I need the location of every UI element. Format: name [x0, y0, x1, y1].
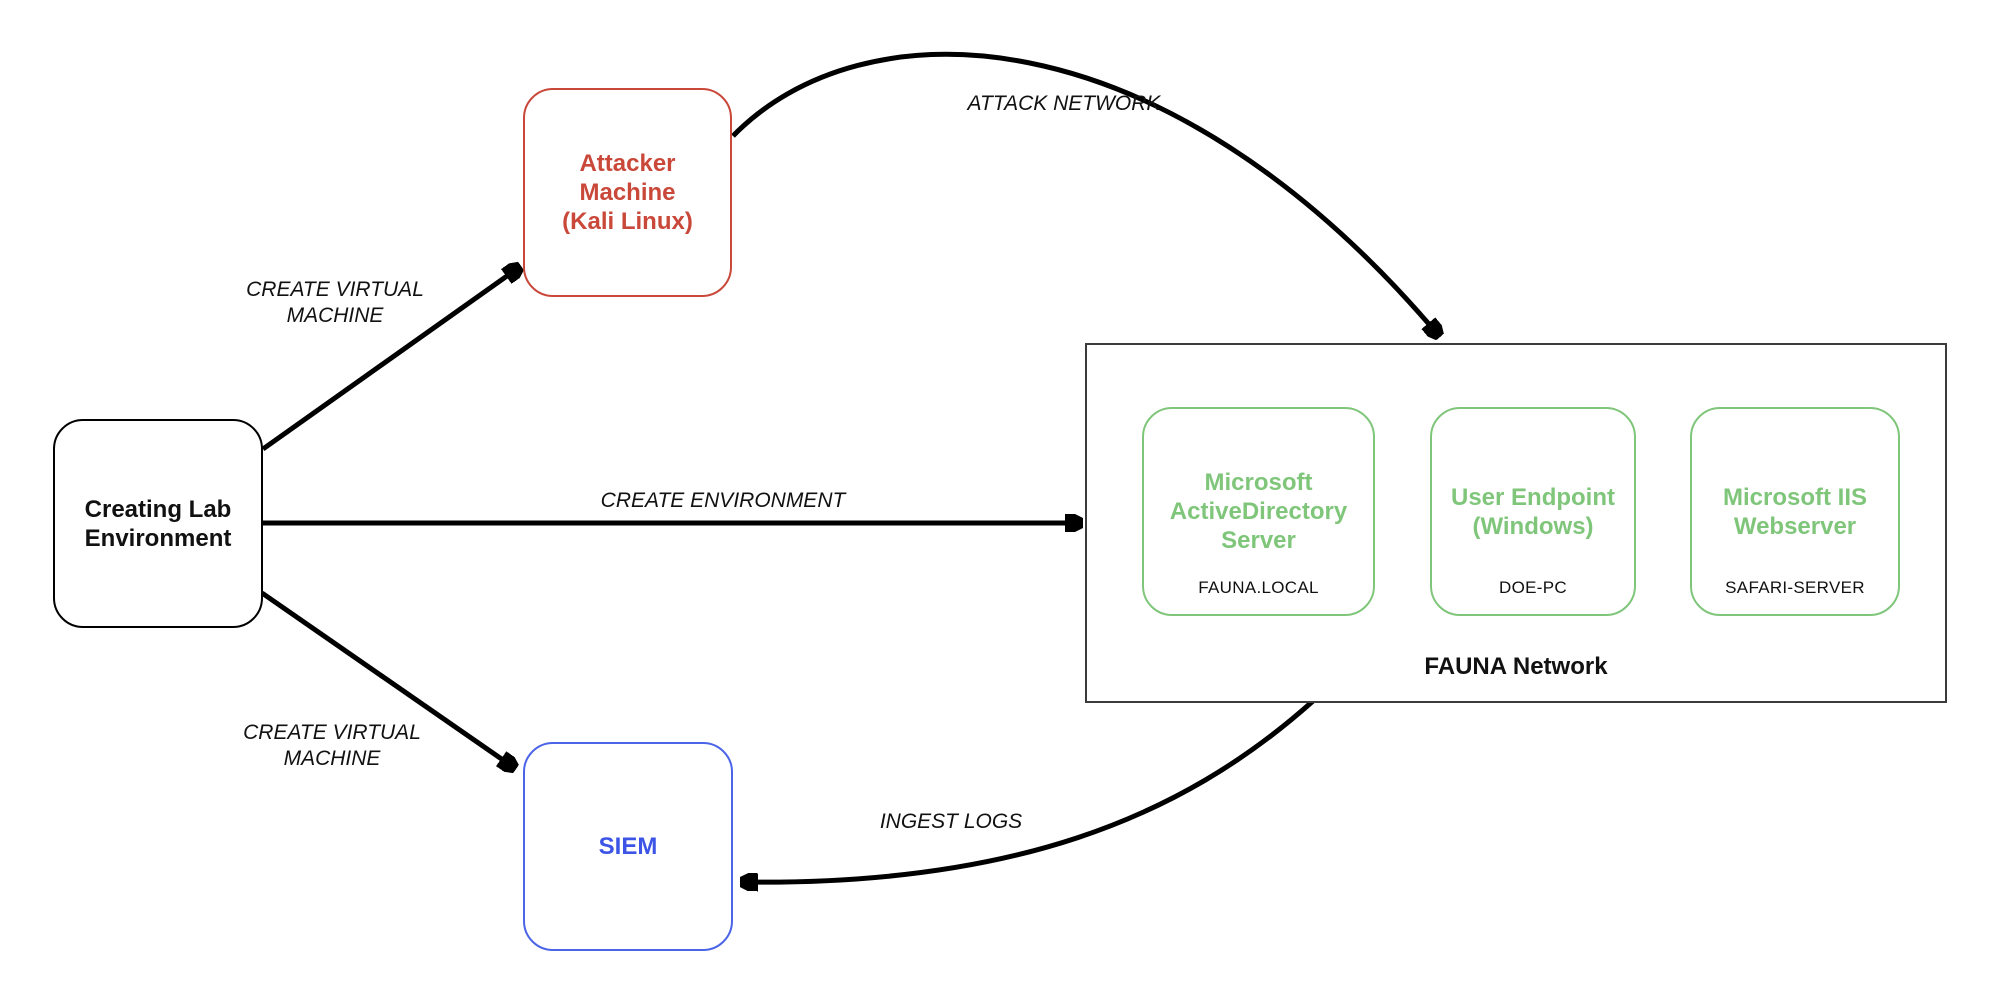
node-creating-lab-environment: Creating Lab Environment: [53, 419, 263, 628]
edge-label-attack-network: ATTACK NETWORK: [967, 92, 1161, 115]
node-iis-webserver: Microsoft IIS Webserver SAFARI-SERVER: [1690, 407, 1900, 616]
node-label: Creating Lab Environment: [84, 495, 232, 552]
node-label: Microsoft ActiveDirectory Server: [1169, 469, 1348, 554]
edge-label-create-environment: CREATE ENVIRONMENT: [600, 489, 846, 512]
hostname-label: SAFARI-SERVER: [1725, 578, 1865, 597]
node-attacker-machine: Attacker Machine (Kali Linux): [523, 88, 732, 297]
node-label: User Endpoint (Windows): [1450, 483, 1615, 540]
node-activedirectory-server: Microsoft ActiveDirectory Server FAUNA.L…: [1142, 407, 1375, 616]
edge-label-create-vm-siem: CREATE VIRTUAL MACHINE: [243, 721, 421, 770]
hostname-label: FAUNA.LOCAL: [1198, 578, 1319, 597]
group-fauna-network: Microsoft ActiveDirectory Server FAUNA.L…: [1085, 343, 1947, 703]
edge-label-create-vm-attacker: CREATE VIRTUAL MACHINE: [246, 278, 424, 327]
node-user-endpoint: User Endpoint (Windows) DOE-PC: [1430, 407, 1636, 616]
hostname-label: DOE-PC: [1499, 578, 1567, 597]
node-label: Attacker Machine (Kali Linux): [562, 150, 693, 235]
group-label-fauna-network: FAUNA Network: [1424, 653, 1608, 680]
edge-label-ingest-logs: INGEST LOGS: [879, 810, 1023, 833]
node-label: Microsoft IIS Webserver: [1722, 483, 1867, 540]
node-siem: SIEM: [523, 742, 733, 951]
node-label: SIEM: [598, 833, 658, 860]
arrow-ingest-logs: [740, 699, 1315, 882]
